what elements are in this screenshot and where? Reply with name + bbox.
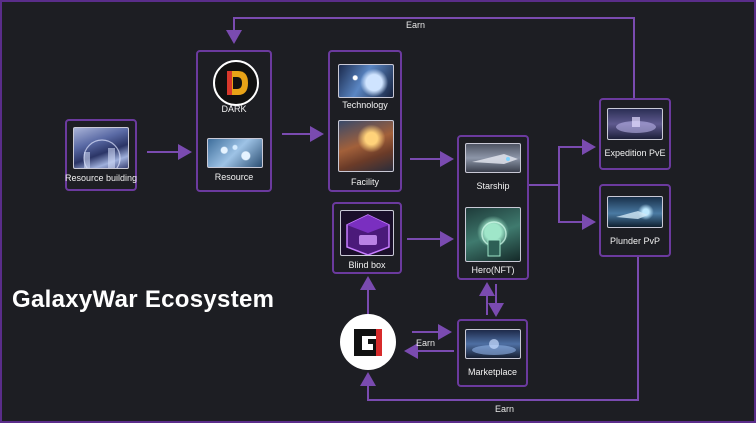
technology-label: Technology: [342, 100, 388, 110]
marketplace-label: Marketplace: [467, 367, 518, 377]
space-nebula-image: [338, 64, 394, 98]
galaxywar-g-logo: [340, 314, 396, 370]
page-title: GalaxyWar Ecosystem: [12, 286, 275, 313]
node-dark-resource: DARK Resource: [196, 50, 272, 192]
starship-image: [465, 143, 521, 173]
node-marketplace: Marketplace: [457, 319, 528, 387]
edge-to-plunder: [558, 185, 596, 230]
resource-label: Resource: [214, 172, 254, 182]
edge-earn-bottom: [360, 257, 639, 401]
water-droplets-image: [207, 138, 263, 168]
edge-earn-top: [226, 17, 635, 98]
node-expedition-pve: Expedition PvE: [599, 98, 671, 170]
hero-label: Hero(NFT): [471, 265, 515, 275]
node-technology-facility: Technology Facility: [328, 50, 402, 192]
starship-label: Starship: [476, 181, 510, 191]
plunder-label: Plunder PvP: [609, 236, 661, 246]
facility-label: Facility: [350, 177, 379, 187]
earn-label-mid: Earn: [416, 338, 436, 348]
dark-label: DARK: [221, 104, 247, 114]
node-resource-building: Resource building: [65, 119, 137, 191]
resource-building-label: Resource building: [64, 173, 138, 183]
node-plunder-pvp: Plunder PvP: [599, 184, 671, 257]
earn-label-bottom: Earn: [495, 404, 515, 414]
blind-box-label: Blind box: [348, 260, 386, 270]
crowd-battle-image: [338, 120, 394, 172]
dark-token-logo: [213, 60, 259, 106]
node-blind-box: Blind box: [332, 202, 402, 274]
space-battle-image: [607, 196, 663, 228]
space-base-image: [465, 329, 521, 359]
city-dome-image: [73, 127, 129, 169]
edge-to-expedition: [558, 139, 596, 185]
node-starship-hero: Starship Hero(NFT): [457, 135, 529, 280]
earn-label-top: Earn: [406, 20, 426, 30]
hero-mech-image: [465, 207, 521, 262]
expedition-label: Expedition PvE: [604, 148, 666, 158]
space-station-image: [607, 108, 663, 140]
blind-box-image: [340, 210, 394, 256]
